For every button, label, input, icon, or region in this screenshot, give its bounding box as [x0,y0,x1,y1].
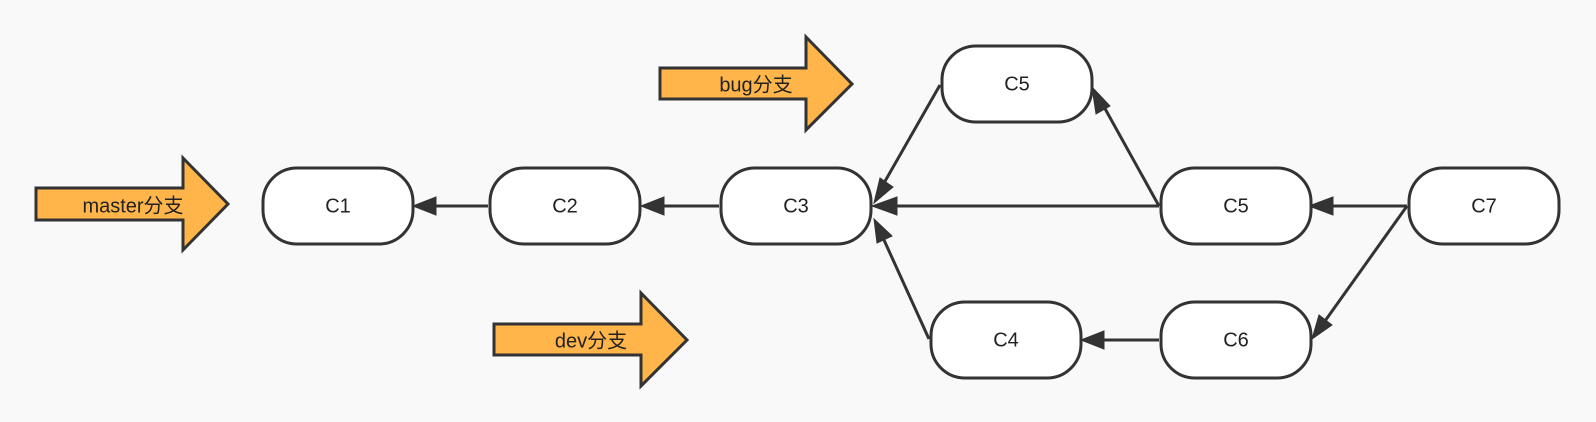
node-c6: C6 [1159,300,1313,380]
node-label-c5-mid: C5 [1223,195,1249,217]
arrowhead-c6 [1311,314,1333,341]
node-label-c6: C6 [1223,329,1249,351]
arrowheads [411,85,1334,350]
node-c7: C7 [1407,166,1561,246]
node-c1: C1 [261,166,415,246]
node-label-c7: C7 [1471,195,1497,217]
node-label-c3: C3 [783,195,809,217]
arrowhead-c3-from-c5mid [870,196,898,216]
branch-label-bug: bug分支 [719,73,792,96]
node-c2: C2 [488,166,642,246]
node-c4: C4 [929,300,1083,380]
arrowhead-c5mid [1307,196,1334,216]
node-c3: C3 [719,166,873,246]
node-c5-top: C5 [940,44,1094,124]
branch-arrow-master: master分支 [34,154,231,254]
branch-label-dev: dev分支 [555,329,627,352]
edge-c7-to-c6 [1323,205,1409,322]
branch-label-master: master分支 [82,194,183,217]
branch-arrow-dev: dev分支 [492,289,690,390]
node-c5-mid: C5 [1159,166,1313,246]
arrowhead-c4 [1079,330,1105,350]
edge-c5top-to-c3 [882,84,942,184]
edge-c4-to-c3 [882,239,931,340]
arrowhead-c3-from-c4 [873,217,893,244]
arrowhead-c5top [1091,85,1111,115]
node-label-c5-top: C5 [1004,73,1030,95]
arrowhead-c3-from-c5top [873,177,894,205]
node-label-c2: C2 [552,195,578,217]
edges [434,84,1409,342]
edge-c5mid-to-c5top [1101,104,1161,207]
arrowhead-c2 [639,196,665,216]
arrowhead-c1 [411,196,437,216]
branch-arrow-bug: bug分支 [658,33,855,134]
node-label-c1: C1 [325,195,351,217]
node-label-c4: C4 [993,329,1019,351]
